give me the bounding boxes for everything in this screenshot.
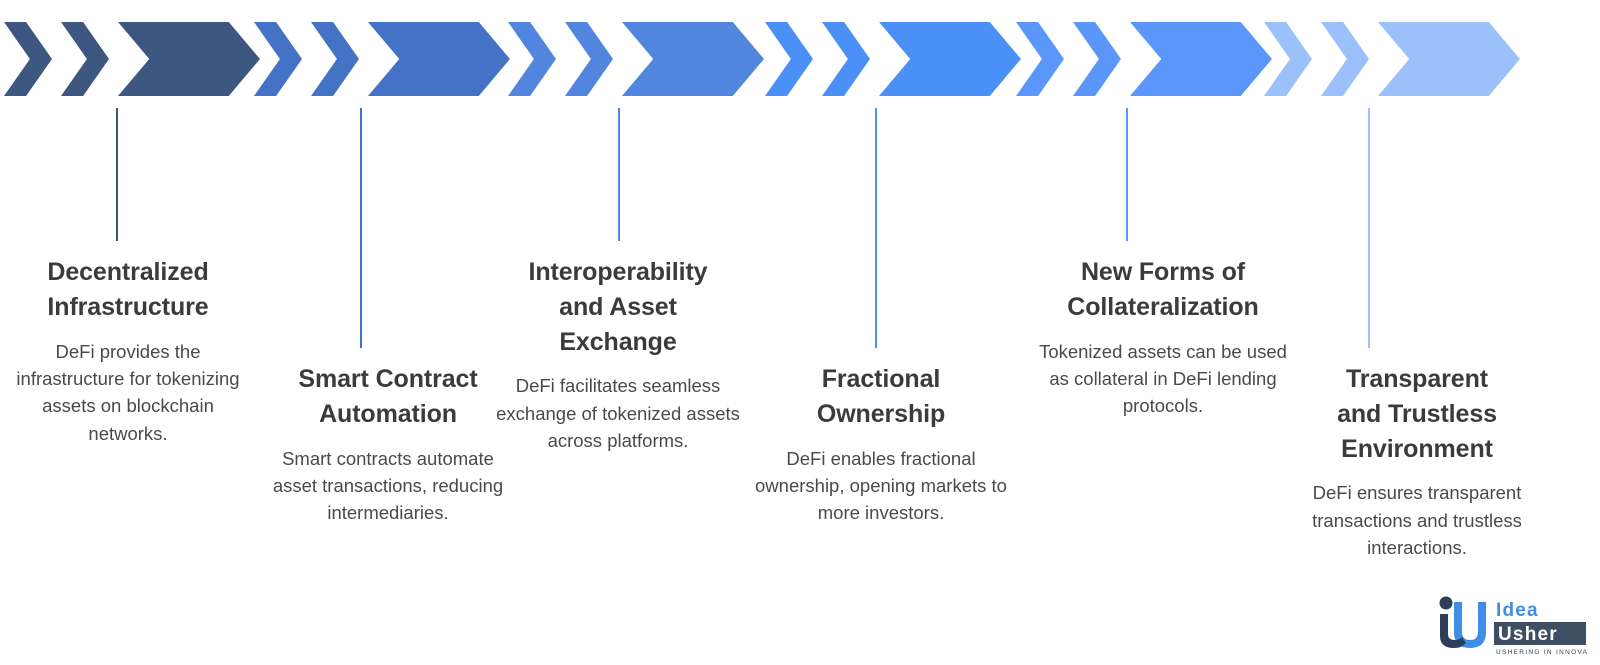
title-line: Fractional [821,365,941,393]
column-description-5: Tokenized assets can be used as collater… [1039,340,1287,417]
chevron-group-2 [254,22,510,96]
column-transparent-and-trustless-environment: Transparent and Trustless Environment De… [1264,0,1522,665]
column-title-2: Smart Contract Automation [264,362,512,432]
text-block-5: New Forms of Collateralization Tokenized… [1035,255,1291,420]
triple-chevron-right-icon [879,22,1021,96]
triple-chevron-right-icon [118,22,260,96]
title-line: Interoperability [528,258,708,286]
logo-idea-text: Idea [1496,600,1539,621]
chevron-group-5 [1016,22,1272,96]
chevron-group-1 [4,22,260,96]
column-description-3: DeFi facilitates seamless exchange of to… [496,375,740,451]
connector-line-6 [1368,108,1370,348]
title-line: Decentralized [47,258,209,286]
title-line: Exchange [559,327,677,356]
triple-chevron-right-icon [1264,22,1312,96]
triple-chevron-right-icon [311,22,359,96]
triple-chevron-right-icon [4,22,52,96]
column-decentralized-infrastructure: Decentralized Infrastructure DeFi provid… [4,0,260,665]
text-block-6: Transparent and Trustless Environment De… [1272,362,1562,561]
logo-tagline: USHERING IN INNOVATION [1496,649,1588,656]
column-description-1: DeFi provides the infrastructure for tok… [16,340,240,444]
title-line: Ownership [816,399,946,428]
title-line: and Trustless [1337,399,1497,428]
chevron-group-4 [765,22,1021,96]
column-smart-contract-automation: Smart Contract Automation Smart contract… [254,0,510,665]
logo-u-mark [1454,602,1486,648]
triple-chevron-right-icon [765,22,813,96]
connector-line-4 [875,108,877,348]
text-block-4: Fractional Ownership DeFi enables fracti… [753,362,1009,527]
chevron-group-3 [508,22,764,96]
column-description-6: DeFi ensures transparent transactions an… [1312,482,1522,558]
title-line: New Forms of [1080,258,1246,286]
title-line: Environment [1341,434,1493,463]
connector-line-3 [618,108,620,241]
title-line: Smart Contract [298,365,478,393]
triple-chevron-right-icon [254,22,302,96]
logo-i-dot [1439,596,1453,610]
connector-line-5 [1126,108,1128,241]
logo-svg: Idea Usher USHERING IN INNOVATION [1439,596,1600,656]
column-title-6: Transparent and Trustless Environment [1272,362,1562,466]
title-line: Transparent [1345,365,1488,393]
triple-chevron-right-icon [61,22,109,96]
logo-usher-text: Usher [1498,624,1558,645]
column-interoperability-and-asset-exchange: Interoperability and Asset Exchange DeFi… [496,0,764,665]
idea-usher-logo: Idea Usher USHERING IN INNOVATION [1428,592,1600,658]
column-new-forms-of-collateralization: New Forms of Collateralization Tokenized… [1016,0,1287,665]
triple-chevron-right-icon [1130,22,1272,96]
triple-chevron-right-icon [508,22,556,96]
text-block-1: Decentralized Infrastructure DeFi provid… [0,255,256,447]
column-title-4: Fractional Ownership [753,362,1009,432]
column-title-1: Decentralized Infrastructure [0,255,256,325]
triple-chevron-right-icon [1378,22,1520,96]
column-title-5: New Forms of Collateralization [1035,255,1291,325]
column-title-3: Interoperability and Asset Exchange [490,255,746,359]
triple-chevron-right-icon [565,22,613,96]
title-line: Automation [319,399,457,428]
title-line: Infrastructure [47,292,209,321]
chevron-group-6 [1264,22,1520,96]
triple-chevron-right-icon [1073,22,1121,96]
triple-chevron-right-icon [622,22,764,96]
triple-chevron-right-icon [1321,22,1369,96]
column-description-2: Smart contracts automate asset transacti… [272,447,504,524]
column-fractional-ownership: Fractional Ownership DeFi enables fracti… [755,0,1021,665]
logo-i-stem [1440,614,1466,648]
logo-usher-plate [1494,622,1586,645]
column-description-4: DeFi enables fractional ownership, openi… [755,447,1007,524]
triple-chevron-right-icon [1016,22,1064,96]
triple-chevron-right-icon [822,22,870,96]
connector-line-1 [116,108,118,241]
connector-line-2 [360,108,362,348]
title-line: and Asset [559,292,677,321]
text-block-3: Interoperability and Asset Exchange DeFi… [490,255,746,454]
triple-chevron-right-icon [368,22,510,96]
text-block-2: Smart Contract Automation Smart contract… [264,362,512,527]
title-line: Collateralization [1067,292,1259,321]
